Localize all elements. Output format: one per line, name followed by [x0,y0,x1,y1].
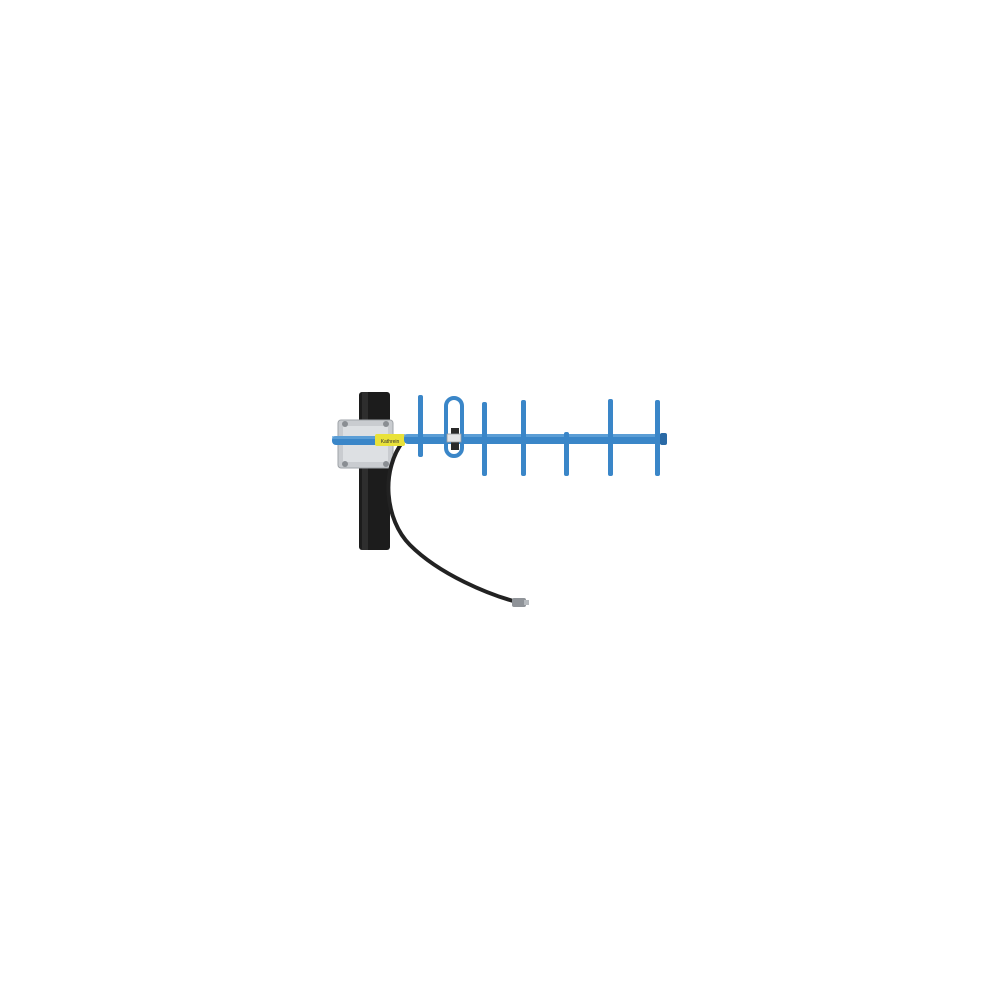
boom-end-cap [660,433,667,445]
mounting-mast [359,392,390,550]
bracket-bolt [342,461,348,467]
bracket-bolt [383,461,389,467]
reflector-element [418,395,423,457]
antenna-label-band: Kathrein [375,434,405,446]
n-type-connector [512,598,529,607]
bracket-bolt [383,421,389,427]
director-element-3 [564,432,569,476]
director-element-5 [655,400,660,476]
bracket-bolt [342,421,348,427]
coax-cable [386,438,519,604]
director-element-1 [482,402,487,476]
director-element-2 [521,400,526,476]
director-element-4 [608,399,613,476]
driven-element-folded-dipole [444,396,464,458]
antenna-label-text: Kathrein [381,439,400,445]
